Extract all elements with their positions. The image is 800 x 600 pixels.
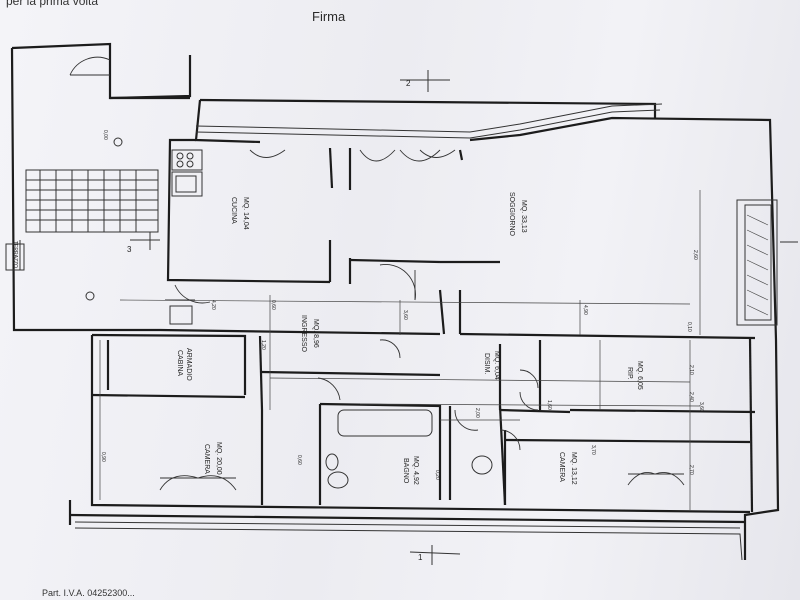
room-name: SOGGIORNO bbox=[508, 192, 515, 237]
interior-walls bbox=[91, 138, 756, 513]
dim-label: 2,40 bbox=[688, 392, 694, 402]
room-area: MQ. 33,13 bbox=[520, 200, 527, 233]
room-name: BAGNO bbox=[402, 458, 409, 484]
doors bbox=[69, 56, 685, 491]
header-cut-text: per la prima volta bbox=[6, 0, 99, 8]
room-name: CABINA bbox=[176, 350, 183, 376]
room-name: CAMERA bbox=[558, 452, 565, 482]
room-name: TERRAZZO bbox=[12, 241, 18, 268]
room-ingresso: INGRESSO MQ. 8,96 bbox=[300, 315, 319, 353]
fixtures bbox=[85, 137, 493, 489]
dim-label: 3,60 bbox=[698, 402, 704, 412]
stairs bbox=[5, 169, 159, 271]
room-name: CUCINA bbox=[230, 197, 237, 224]
planter-hatch bbox=[736, 199, 778, 326]
room-disimpegno: DISIM. MQ. 6,04 bbox=[483, 351, 500, 380]
room-bagno: BAGNO MQ. 4,92 bbox=[402, 456, 419, 485]
dim-label: 4,90 bbox=[582, 305, 588, 315]
dim-label: 4,20 bbox=[210, 300, 216, 310]
room-area: MQ. 14,04 bbox=[242, 197, 249, 230]
room-name: RIP. bbox=[626, 367, 633, 380]
top-balcony bbox=[195, 103, 663, 139]
room-area: MQ. 8,96 bbox=[312, 319, 319, 348]
room-area: MQ. 6,05 bbox=[636, 361, 643, 390]
dim-label: 0,20 bbox=[434, 470, 440, 480]
dim-label: 2,60 bbox=[692, 250, 698, 260]
room-camera-right: CAMERA MQ. 13,12 bbox=[558, 452, 577, 485]
dim-label: 0,90 bbox=[100, 452, 106, 462]
dim-label: 0,60 bbox=[270, 300, 276, 310]
section-mark-bottom: 1 bbox=[418, 553, 423, 562]
room-area: MQ. 6,04 bbox=[493, 351, 500, 380]
signature-label: Firma bbox=[312, 9, 346, 24]
dim-label: 3,60 bbox=[402, 310, 408, 320]
bottom-terrace bbox=[74, 521, 743, 561]
dim-label: 2,00 bbox=[474, 408, 480, 418]
room-rip: RIP. MQ. 6,05 bbox=[626, 361, 643, 390]
dim-label: 0,00 bbox=[102, 130, 108, 140]
dim-label: 2,70 bbox=[688, 465, 694, 475]
room-terrazzo: TERRAZZO bbox=[12, 241, 18, 268]
room-area: MQ. 4,92 bbox=[412, 456, 419, 485]
room-name: INGRESSO bbox=[300, 315, 307, 353]
section-mark-left: 3 bbox=[127, 245, 132, 254]
dim-label: 2,10 bbox=[688, 365, 694, 375]
room-sub: ARMADIO bbox=[185, 348, 192, 381]
room-cucina: CUCINA MQ. 14,04 bbox=[230, 197, 249, 230]
room-name: CAMERA bbox=[203, 444, 210, 474]
room-soggiorno: SOGGIORNO MQ. 33,13 bbox=[508, 192, 527, 237]
room-name: DISIM. bbox=[483, 353, 490, 374]
dimension-labels: 0,00 4,20 0,60 3,60 4,90 0,10 2,60 1,20 … bbox=[100, 130, 704, 480]
room-area: MQ. 13,12 bbox=[570, 452, 577, 485]
dim-label: 3,70 bbox=[590, 445, 596, 455]
footer-vat-text: Part. I.V.A. 04252300... bbox=[42, 588, 135, 598]
dim-label: 0,10 bbox=[686, 322, 692, 332]
section-mark-top: 2 bbox=[406, 79, 411, 88]
section-cuts bbox=[130, 70, 798, 565]
room-cabina: CABINA ARMADIO bbox=[176, 348, 192, 381]
room-area: MQ. 20,00 bbox=[215, 442, 222, 475]
dim-label: 0,60 bbox=[296, 455, 302, 465]
dim-label: 1,20 bbox=[260, 340, 266, 350]
dim-label: 1,60 bbox=[546, 400, 552, 410]
room-camera-left: CAMERA MQ. 20,00 bbox=[203, 442, 222, 475]
dimension-lines bbox=[99, 190, 701, 510]
